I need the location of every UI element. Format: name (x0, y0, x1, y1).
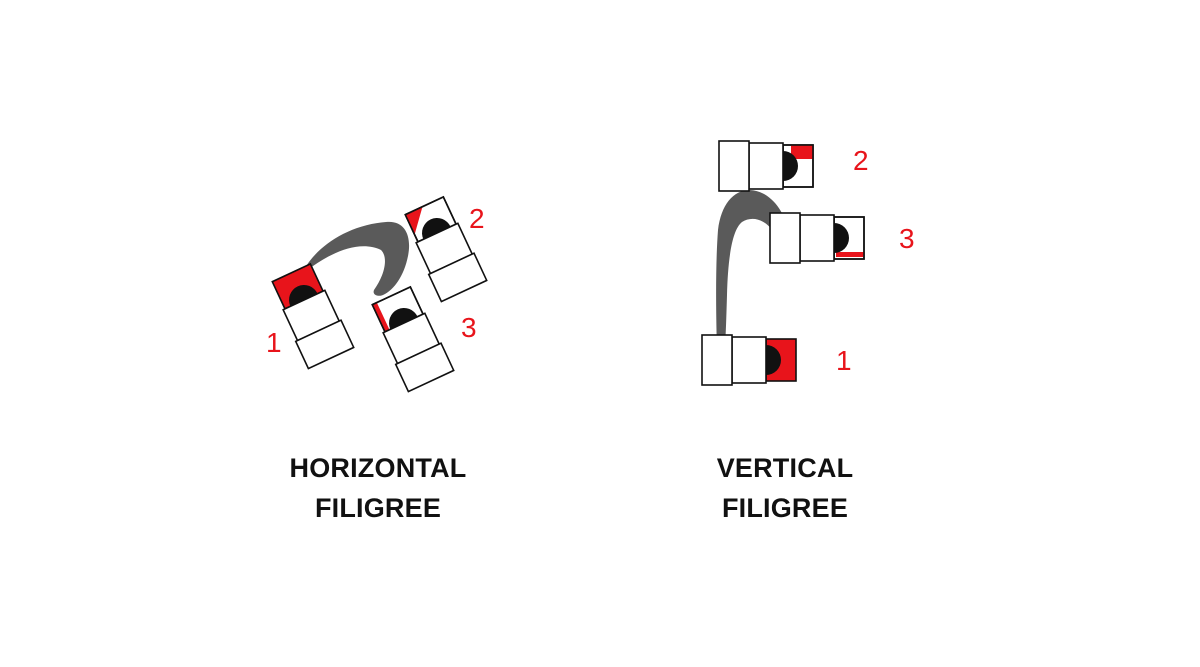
vertical-nib-3 (769, 212, 865, 264)
horizontal-filigree-group: 1 2 3 (266, 195, 488, 393)
vertical-filigree-group: 2 3 1 (701, 140, 915, 386)
vertical-nib-2 (718, 140, 814, 192)
horizontal-caption-line1: HORIZONTAL (289, 453, 467, 483)
vertical-label-1: 1 (836, 345, 852, 376)
horizontal-nib-3 (371, 285, 455, 393)
vertical-caption: VERTICAL FILIGREE (625, 448, 945, 528)
horizontal-nib-1 (271, 262, 355, 370)
horizontal-label-2: 2 (469, 203, 485, 234)
vertical-nib-1 (701, 334, 797, 386)
horizontal-ink-stroke (305, 221, 410, 296)
vertical-label-3: 3 (899, 223, 915, 254)
horizontal-label-3: 3 (461, 312, 477, 343)
horizontal-caption-line2: FILIGREE (314, 493, 442, 523)
vertical-caption-line1: VERTICAL (716, 453, 854, 483)
horizontal-nib-2 (404, 195, 488, 303)
horizontal-label-1: 1 (266, 327, 282, 358)
horizontal-caption: HORIZONTAL FILIGREE (218, 448, 538, 528)
vertical-caption-line2: FILIGREE (721, 493, 849, 523)
vertical-label-2: 2 (853, 145, 869, 176)
